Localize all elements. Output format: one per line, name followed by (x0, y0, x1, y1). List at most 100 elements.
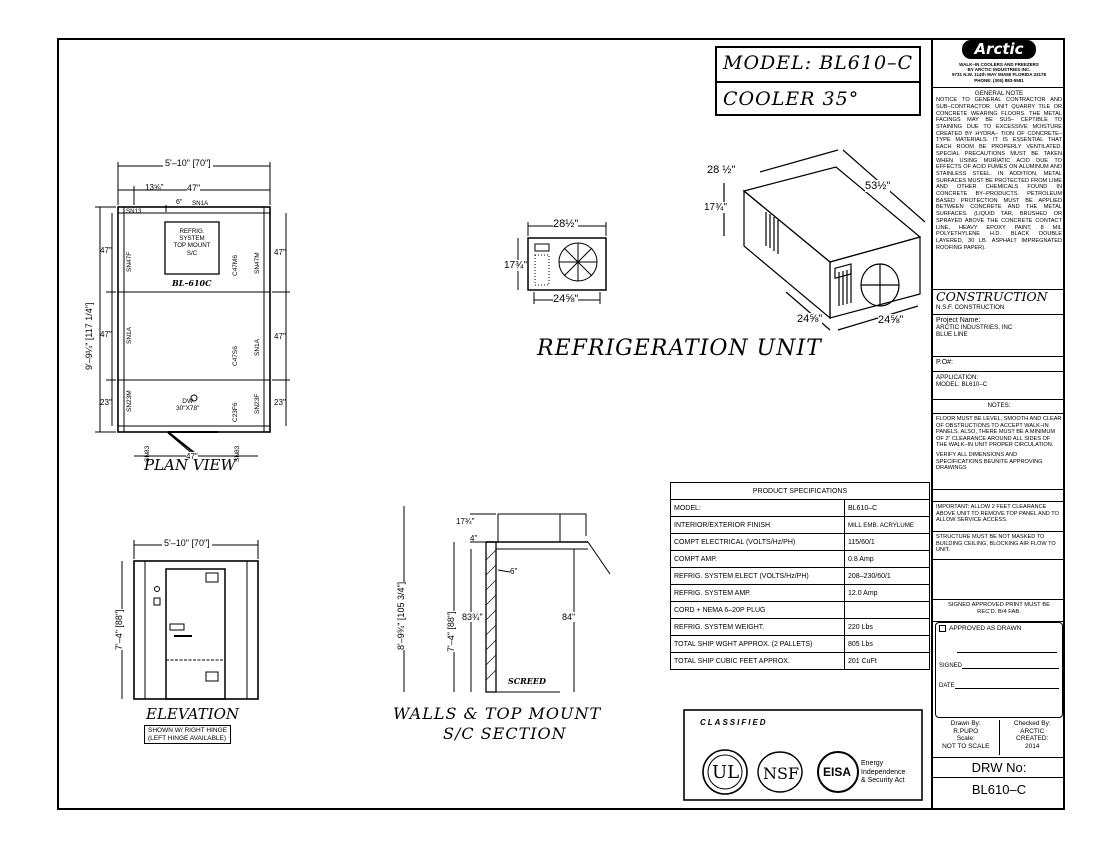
elevation-note-line: (LEFT HINGE AVAILABLE) (148, 734, 227, 742)
spec-value: 115/60/1 (844, 533, 930, 551)
notes-spacer (933, 490, 1065, 502)
general-note-title: GENERAL NOTE (974, 90, 1024, 97)
po-block: P.O#: (933, 357, 1065, 372)
arctic-logo: Arctic (962, 40, 1036, 59)
plan-top-6: 6" (176, 199, 183, 206)
plan-dim-23: 23" (100, 398, 112, 407)
refrig-height-dim: 17¾" (504, 260, 528, 271)
refrig-box-label: REFRIG. SYSTEM TOP MOUNT S/C (167, 228, 217, 257)
general-note-text: NOTICE TO GENERAL CONTRACTOR AND SUB–CON… (936, 97, 1062, 251)
plan-view-title: PLAN VIEW (144, 456, 236, 474)
approved-label: APPROVED AS DRAWN (949, 625, 1022, 632)
signed-line[interactable] (962, 663, 1059, 669)
model-header: MODEL: BL610–C COOLER 35° (715, 46, 921, 116)
created-label: CREATED: (1016, 735, 1049, 742)
section-gap-dim: 4" (470, 534, 478, 543)
construction-block: CONSTRUCTION N.S.F. CONSTRUCTION (933, 290, 1065, 315)
construction-title: CONSTRUCTION (936, 290, 1048, 304)
eisa-logo: EISA (823, 765, 852, 779)
iso-top-face (743, 166, 921, 263)
table-row: CORD + NEMA 6–20P PLUG (670, 601, 930, 619)
iso-bottom-dim2: 24⅝" (878, 314, 904, 326)
refrig-depth-dim: 24⅝" (553, 293, 579, 305)
table-row: TOTAL SHIP CUBIC FEET APPROX.201 CuFt (670, 652, 930, 670)
section-top-dim: 17¾" (456, 517, 475, 526)
approved-checkbox[interactable] (939, 625, 946, 632)
iso-height-dim: 17¾" (704, 202, 728, 213)
company-line: 9731 N.W. 114th WAY MIAMI FLORIDA 33178 (951, 72, 1047, 78)
eisa-line: Independence (861, 768, 906, 776)
wall-hatch (485, 549, 497, 681)
plan-left-offset: 13⅝" (145, 183, 164, 192)
product-spec-table: PRODUCT SPECIFICATIONS MODEL:BL610–C INT… (670, 482, 930, 670)
panel-sn1a-top: SN1A (192, 200, 209, 207)
notes-title: NOTES: (987, 402, 1011, 409)
plan-right-23: 23" (274, 398, 286, 407)
brand-block: Arctic WALK–IN COOLERS AND FREEZERS BY A… (933, 38, 1065, 88)
iso-length-dim: 53½" (865, 180, 891, 192)
company-line: PHONE: (305) 883-5581 (974, 77, 1024, 83)
panel-sn23m: SN23M (126, 390, 133, 412)
section-inner-dim: 83¾" (462, 612, 483, 622)
section-title-2: S/C SECTION (443, 724, 567, 743)
date-line[interactable] (954, 683, 1059, 689)
nsf-logo: NSF (763, 764, 800, 783)
panel-sn47f: SN47F (126, 251, 133, 272)
construction-sub: N.S.F. CONSTRUCTION (936, 304, 1005, 311)
ul-logo-ring (702, 749, 748, 795)
panel-sn47m: SN47M (254, 252, 261, 274)
elevation-note: SHOWN W/ RIGHT HINGE (LEFT HINGE AVAILAB… (144, 725, 231, 744)
dw-size: 30"X78" (176, 405, 200, 413)
elev-width-dim: 5'–10" [70"] (162, 538, 212, 548)
notes-title-row: NOTES: (933, 400, 1065, 414)
elevation-view (121, 540, 259, 700)
created-value: 2014 (1025, 742, 1040, 750)
drawing-sheet (57, 38, 1065, 810)
spec-value: 201 CuFt (844, 652, 930, 670)
plan-dim-47b: 47" (100, 330, 112, 339)
approval-block: APPROVED AS DRAWN SIGNED DATE (935, 622, 1063, 718)
company-line: BY ARCTIC INDUSTRIES INC. (967, 67, 1031, 73)
certification-panel (683, 709, 923, 801)
date-label: DATE (939, 683, 955, 689)
company-line: WALK–IN COOLERS AND FREEZERS (959, 62, 1039, 67)
notes-text: VERIFY ALL DIMENSIONS AND SPECIFICATIONS… (936, 451, 1043, 472)
model-label: MODEL: BL610–C (717, 48, 919, 83)
section-total-dim: 8'–9¾" [105 3/4"] (396, 581, 406, 650)
panel-c47s6: C47S6 (232, 346, 239, 366)
refrig-front-view (517, 222, 607, 304)
application-value: MODEL: BL610–C (936, 381, 988, 389)
elev-height-dim: 7'–4" [88"] (114, 609, 124, 650)
drawn-by: R.PUPO (953, 727, 979, 735)
notes-block: FLOOR MUST BE LEVEL, SMOOTH AND CLEAR OF… (933, 414, 1065, 490)
iso-bottom-dim1: 24⅝" (797, 313, 823, 325)
project-line: BLUE LINE (936, 331, 968, 339)
title-block: Arctic WALK–IN COOLERS AND FREEZERS BY A… (931, 38, 1065, 810)
scale-label: Scale: (956, 735, 975, 742)
panel-sn1a-right: SN1A (254, 339, 261, 356)
project-line: ARCTIC INDUSTRIES, INC (936, 324, 1013, 331)
section-offset-dim: 6" (510, 567, 518, 576)
table-row: TOTAL SHIP WGHT APPROX. (2 PALLETS)805 L… (670, 635, 930, 653)
table-row: COMPT ELECTRICAL (VOLTS/Hz/PH)115/60/1 (670, 533, 930, 551)
eisa-line: Energy (861, 760, 884, 767)
cooler-label: COOLER 35° (723, 88, 860, 110)
plan-height-dim: 9'–9¼" [117 1/4"] (84, 302, 94, 370)
plan-top-47: 47" (187, 183, 201, 193)
application-label: APPLICATION: (936, 374, 979, 381)
signed-print-note: SIGNED APPROVED PRINT MUST BE REC'D. B/4… (933, 600, 1065, 622)
notes-text: IMPORTANT: ALLOW 2 FEET CLEARANCE ABOVE … (936, 504, 1059, 524)
panel-c47m6: C47M6 (232, 255, 239, 276)
checked-by: ARCTIC (1020, 727, 1045, 735)
refrig-iso-view (723, 149, 926, 331)
ul-logo: UL (712, 762, 740, 783)
dw-label: DW (182, 398, 194, 405)
box-line: TOP MOUNT (173, 242, 211, 250)
table-row: REFRIG. SYSTEM AMP.12.0 Amp (670, 584, 930, 602)
drw-number-row: BL610–C (971, 782, 1027, 797)
drawn-block: Drawn By: R.PUPO Scale: NOT TO SCALE Che… (933, 718, 1065, 758)
refrig-width-dim: 28½" (553, 218, 579, 230)
signed-label: SIGNED (939, 663, 963, 669)
notes-spacer (933, 560, 1065, 600)
